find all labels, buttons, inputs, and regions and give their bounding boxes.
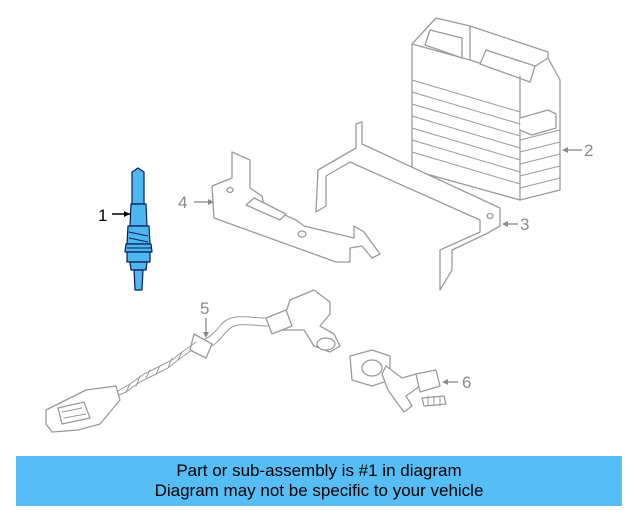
glow-plug[interactable]	[124, 167, 153, 291]
callout-6: 6	[462, 373, 471, 392]
callout-2: 2	[584, 141, 593, 160]
callout-4: 4	[178, 193, 187, 212]
lower-bracket[interactable]	[211, 151, 381, 263]
info-banner: Part or sub-assembly is #1 in diagram Di…	[16, 456, 622, 506]
banner-line-disclaimer: Diagram may not be specific to your vehi…	[154, 481, 484, 500]
ecu-module[interactable]	[411, 17, 561, 201]
sensor-harness[interactable]	[45, 289, 341, 433]
callout-5: 5	[200, 299, 209, 318]
banner-line-part: Part or sub-assembly is #1 in diagram	[176, 461, 462, 480]
callout-leaders	[112, 147, 582, 385]
small-sensor[interactable]	[349, 349, 447, 413]
parts-diagram: 1 2 3 4 5 6	[45, 17, 593, 433]
callout-3: 3	[520, 215, 529, 234]
mounting-bracket[interactable]	[315, 121, 501, 291]
callout-1: 1	[98, 206, 107, 225]
